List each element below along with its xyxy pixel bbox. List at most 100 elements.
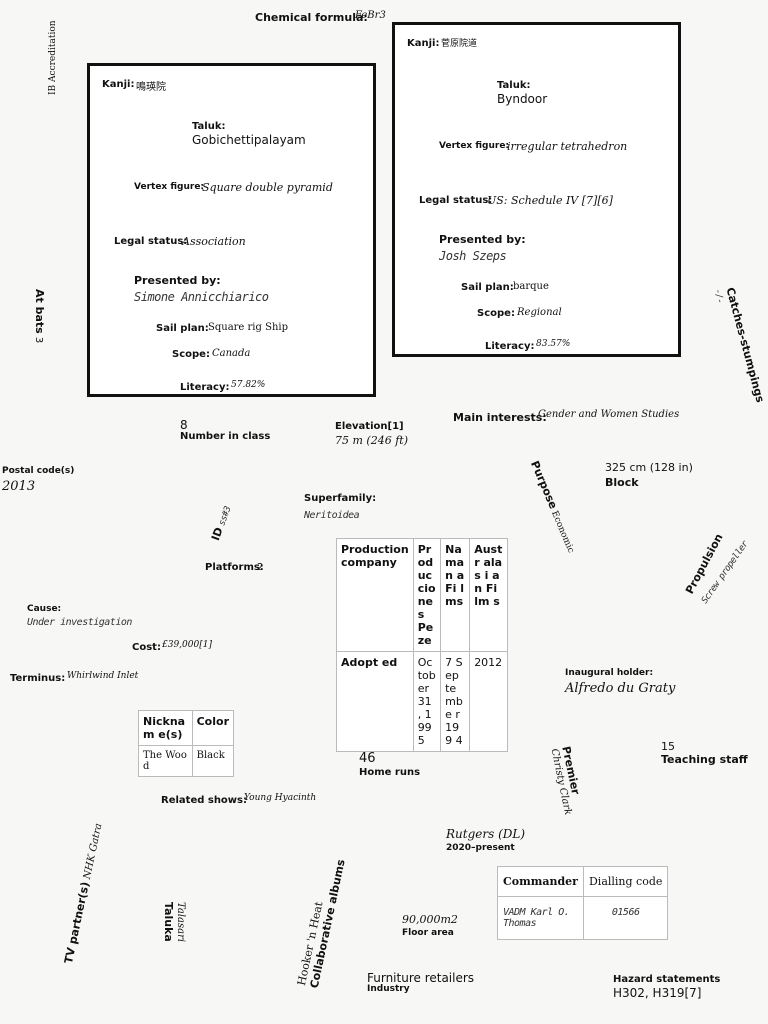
vertex-label: Vertex figure: xyxy=(134,182,205,192)
hazard-statements-label: Hazard statements xyxy=(613,974,721,985)
terminus-value: Whirlwind Inlet xyxy=(67,671,139,681)
rutgers-value: Rutgers (DL) xyxy=(446,827,526,841)
tv-partner-field: TV partner(s) NHK Gatra xyxy=(62,822,105,965)
block-label: Block xyxy=(605,476,639,489)
sail-plan-label: Sail plan: xyxy=(461,282,514,293)
presented-by-value: Simone Annicchiarico xyxy=(134,290,269,304)
commander-table: Commander Dialling code VADM Karl O. Tho… xyxy=(497,866,669,940)
floor-area-label: Floor area xyxy=(402,928,454,938)
vertex-value: Square double pyramid xyxy=(202,181,333,194)
block-value: 325 cm (128 in) xyxy=(605,461,693,474)
vertex-label: Vertex figure: xyxy=(439,141,510,151)
legal-status-value: Association xyxy=(182,235,246,248)
home-runs-value: 46 xyxy=(359,751,376,766)
cause-value: Under investigation xyxy=(27,617,132,628)
production-table: Production company Produccio nes Peze Na… xyxy=(336,538,508,752)
literacy-value: 83.57% xyxy=(536,339,571,349)
table-cell: 01566 xyxy=(582,896,669,940)
taluk-label: Taluk: xyxy=(192,121,226,132)
table-cell: The Woo d xyxy=(138,745,193,777)
catches-stumpings-value: -/- xyxy=(712,288,725,305)
superfamily-value: Neritoidea xyxy=(304,510,360,521)
id-label: ID xyxy=(209,525,226,543)
table-header-cell: Color xyxy=(191,710,235,746)
sail-plan-value: Square rig Ship xyxy=(208,322,288,333)
superfamily-label: Superfamily: xyxy=(304,493,377,504)
presented-by-value: Josh Szeps xyxy=(439,249,507,263)
related-shows-value: Young Hyacinth xyxy=(244,793,317,803)
table-header-row: Nicknam e(s) Color xyxy=(138,710,235,746)
table-header-cell: Production company xyxy=(336,538,414,652)
nickname-table: Nicknam e(s) Color The Woo d Black xyxy=(138,710,235,777)
industry-value: Furniture retailers xyxy=(367,971,475,985)
legal-status-value: US: Schedule IV [7][6] xyxy=(487,194,613,207)
kanji-label: Kanji: xyxy=(102,79,135,90)
cost-label: Cost: xyxy=(132,642,161,653)
taluka-value: Talasari xyxy=(175,902,186,943)
main-interests-label: Main interests: xyxy=(453,411,547,424)
info-card-right: Kanji: 菅原院道 Taluk: Byndoor Vertex figure… xyxy=(392,22,681,357)
chemical-formula-value: FeBr3 xyxy=(355,10,386,21)
taluka-label: Taluka xyxy=(162,902,175,942)
scope-label: Scope: xyxy=(172,349,210,360)
tv-partner-value: NHK Gatra xyxy=(81,822,105,881)
kanji-label: Kanji: xyxy=(407,38,440,49)
table-header-cell: Produccio nes Peze xyxy=(412,538,442,652)
ib-field: IB Accreditation xyxy=(48,20,58,95)
table-header-row: Production company Produccio nes Peze Na… xyxy=(336,538,508,652)
hazard-statements-value: H302, H319[7] xyxy=(613,986,702,1000)
inaugural-holder-value: Alfredo du Graty xyxy=(565,681,676,696)
taluk-label: Taluk: xyxy=(497,80,531,91)
id-value: ss#3 xyxy=(217,505,234,528)
terminus-label: Terminus: xyxy=(10,673,66,684)
cost-value: £39,000[1] xyxy=(162,640,212,650)
cause-label: Cause: xyxy=(27,604,62,614)
table-header-row: Commander Dialling code xyxy=(497,866,669,897)
taluk-value: Gobichettipalayam xyxy=(192,133,306,147)
number-in-class-value: 8 xyxy=(180,418,188,432)
table-row: VADM Karl O. Thomas 01566 xyxy=(497,896,669,940)
info-card-left: Kanji: 鳴瑛院 Taluk: Gobichettipalayam Vert… xyxy=(87,63,376,397)
ib-label: IB xyxy=(48,84,58,95)
literacy-label: Literacy: xyxy=(485,341,535,352)
catches-stumpings-label: Catches-stumpings xyxy=(723,286,767,405)
teaching-staff-label: Teaching staff xyxy=(661,753,748,766)
kanji-value: 鳴瑛院 xyxy=(136,82,166,93)
floor-area-value: 90,000m2 xyxy=(402,913,458,926)
sail-plan-label: Sail plan: xyxy=(156,323,209,334)
table-cell: 2012 xyxy=(469,651,508,752)
presented-by-label: Presented by: xyxy=(134,274,221,287)
rutgers-label: 2020–present xyxy=(446,843,515,853)
tv-partner-label: TV partner(s) xyxy=(62,880,93,965)
table-cell: VADM Karl O. Thomas xyxy=(497,896,584,940)
postal-code-value: 2013 xyxy=(2,479,36,494)
inaugural-holder-label: Inaugural holder: xyxy=(565,668,654,678)
kanji-value: 菅原院道 xyxy=(441,39,478,49)
elevation-value: 75 m (246 ft) xyxy=(335,434,408,447)
table-header-cell: Commander xyxy=(497,866,584,897)
premier-field: Premier Christy Clark xyxy=(549,745,587,816)
vertex-value: irregular tetrahedron xyxy=(507,140,628,153)
main-interests-value: Gender and Women Studies xyxy=(538,409,680,420)
table-header-cell: Naman a Fi l ms xyxy=(440,538,471,652)
number-in-class-label: Number in class xyxy=(180,431,271,442)
scope-value: Regional xyxy=(517,307,562,318)
related-shows-label: Related shows: xyxy=(161,795,247,806)
table-cell: Black xyxy=(191,745,235,777)
taluk-value: Byndoor xyxy=(497,92,548,106)
purpose-label: Purpose xyxy=(528,459,560,511)
purpose-field: Purpose Economic xyxy=(528,459,578,555)
postal-code-label: Postal code(s) xyxy=(2,466,75,476)
table-header-cell: Austr alas i an Fi lm s xyxy=(469,538,508,652)
elevation-label: Elevation[1] xyxy=(335,421,404,432)
platforms-label: Platforms: xyxy=(205,562,264,573)
table-cell: Adopt ed xyxy=(336,651,414,752)
table-cell: 7 Sep tembe r 199 4 xyxy=(440,651,471,752)
catches-stumpings-value-wrap: -/- xyxy=(712,288,724,304)
scope-value: Canada xyxy=(212,348,251,359)
purpose-value: Economic xyxy=(548,509,576,555)
chemical-formula-label: Chemical formula: xyxy=(255,11,368,24)
legal-status-label: Legal status: xyxy=(114,236,188,247)
table-row: Adopt ed Octob er 31 , 199 5 7 Sep tembe… xyxy=(336,651,508,752)
sail-plan-value: barque xyxy=(513,281,549,292)
